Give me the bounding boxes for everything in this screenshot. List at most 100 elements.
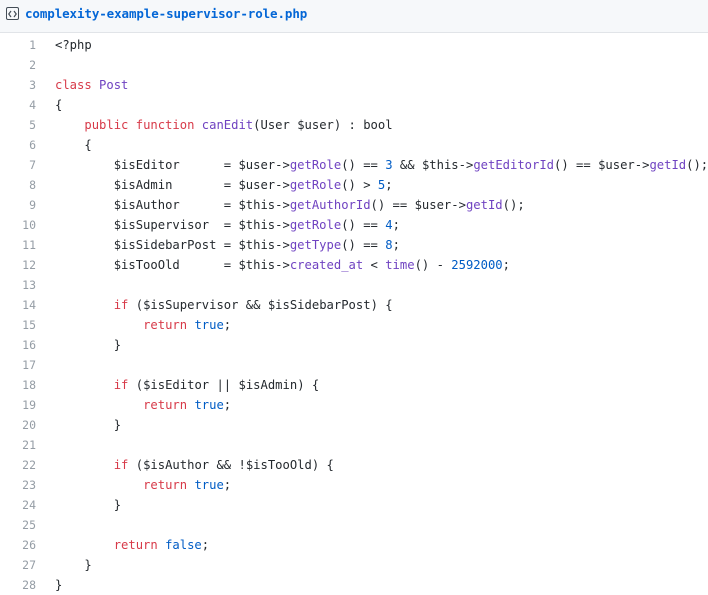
code-line: 24 } [0, 495, 708, 515]
line-number[interactable]: 16 [22, 338, 36, 352]
code-token: -> [275, 218, 290, 232]
code-token: || [209, 378, 239, 392]
code-token: ; [223, 318, 232, 332]
file-name-link[interactable]: complexity-example-supervisor-role.php [25, 6, 308, 21]
code-token [55, 238, 114, 252]
code-token: ) { [297, 378, 320, 392]
code-line: 19 return true; [0, 395, 708, 415]
code-token [158, 538, 165, 552]
line-number[interactable]: 21 [22, 438, 36, 452]
code-line: 22 if ($isAuthor && !$isTooOld) { [0, 455, 708, 475]
code-text: if ($isEditor || $isAdmin) { [55, 375, 320, 395]
line-number[interactable]: 6 [29, 138, 36, 152]
line-number[interactable]: 4 [29, 98, 36, 112]
code-line: 14 if ($isSupervisor && $isSidebarPost) … [0, 295, 708, 315]
code-token: 2592000 [451, 258, 503, 272]
code-line: 16 } [0, 335, 708, 355]
line-number[interactable]: 18 [22, 378, 36, 392]
line-number[interactable]: 12 [22, 258, 36, 272]
code-token [92, 78, 99, 92]
code-line: 6 { [0, 135, 708, 155]
code-token: () == [341, 218, 386, 232]
code-token: $user [414, 198, 452, 212]
line-number[interactable]: 7 [29, 158, 36, 172]
code-token: < [363, 258, 386, 272]
line-number[interactable]: 27 [22, 558, 36, 572]
code-token: (); [502, 198, 525, 212]
code-token: } [55, 578, 63, 592]
code-token: class [55, 78, 92, 92]
code-token: $isAuthor [143, 458, 210, 472]
code-token [55, 378, 114, 392]
line-number[interactable]: 25 [22, 518, 36, 532]
code-token: ; [223, 478, 232, 492]
code-token: 5 [377, 178, 386, 192]
line-number[interactable]: 24 [22, 498, 36, 512]
code-token: $isSupervisor [113, 218, 210, 232]
line-number[interactable]: 28 [22, 578, 36, 592]
code-token: canEdit [201, 118, 254, 132]
line-number[interactable]: 9 [29, 198, 36, 212]
code-token [55, 318, 143, 332]
code-token: { [55, 138, 92, 152]
code-token [55, 298, 114, 312]
line-number[interactable]: 13 [22, 278, 36, 292]
code-token: = [209, 218, 239, 232]
line-number[interactable]: 1 [29, 38, 36, 52]
line-number[interactable]: 8 [29, 178, 36, 192]
code-token: true [194, 478, 224, 492]
line-number[interactable]: 19 [22, 398, 36, 412]
code-token [128, 118, 135, 132]
line-number[interactable]: 15 [22, 318, 36, 332]
line-number[interactable]: 14 [22, 298, 36, 312]
code-token: getId [465, 198, 503, 212]
code-token: $this [421, 158, 459, 172]
code-token: return [143, 478, 188, 492]
code-text: return false; [55, 535, 209, 555]
code-token: () == [341, 238, 386, 252]
line-number[interactable]: 5 [29, 118, 36, 132]
code-token: ) { [311, 458, 334, 472]
code-line: 26 return false; [0, 535, 708, 555]
code-token [55, 478, 143, 492]
line-number[interactable]: 11 [22, 238, 36, 252]
code-token: return [143, 398, 188, 412]
code-token: -> [275, 238, 290, 252]
code-token: $isAdmin [113, 178, 173, 192]
code-token [55, 198, 114, 212]
code-text: $isAuthor = $this->getAuthorId() == $use… [55, 195, 525, 215]
code-text: } [55, 415, 121, 435]
code-text: if ($isAuthor && !$isTooOld) { [55, 455, 334, 475]
line-number[interactable]: 3 [29, 78, 36, 92]
code-token: ( [128, 458, 144, 472]
code-token: true [194, 398, 224, 412]
code-token: () == [370, 198, 415, 212]
code-line: 23 return true; [0, 475, 708, 495]
code-token: <?php [55, 38, 92, 52]
code-token: ; [201, 538, 210, 552]
line-number[interactable]: 2 [29, 58, 36, 72]
code-token: ; [385, 178, 393, 192]
line-number[interactable]: 20 [22, 418, 36, 432]
code-token: ; [392, 238, 400, 252]
code-token [55, 398, 143, 412]
code-token: $isAuthor [113, 198, 180, 212]
code-token: -> [275, 158, 290, 172]
code-token: ; [223, 398, 232, 412]
line-number[interactable]: 23 [22, 478, 36, 492]
code-token: $this [238, 258, 276, 272]
code-token: $isEditor [113, 158, 180, 172]
code-token: && ! [209, 458, 246, 472]
code-text: $isSidebarPost = $this->getType() == 8; [55, 235, 400, 255]
line-number[interactable]: 22 [22, 458, 36, 472]
code-token: created_at [289, 258, 364, 272]
line-number[interactable]: 10 [22, 218, 36, 232]
line-number[interactable]: 26 [22, 538, 36, 552]
code-token: = [172, 178, 239, 192]
code-text: { [55, 95, 62, 115]
line-number[interactable]: 17 [22, 358, 36, 372]
code-token: && [238, 298, 268, 312]
code-token: ( [128, 378, 144, 392]
